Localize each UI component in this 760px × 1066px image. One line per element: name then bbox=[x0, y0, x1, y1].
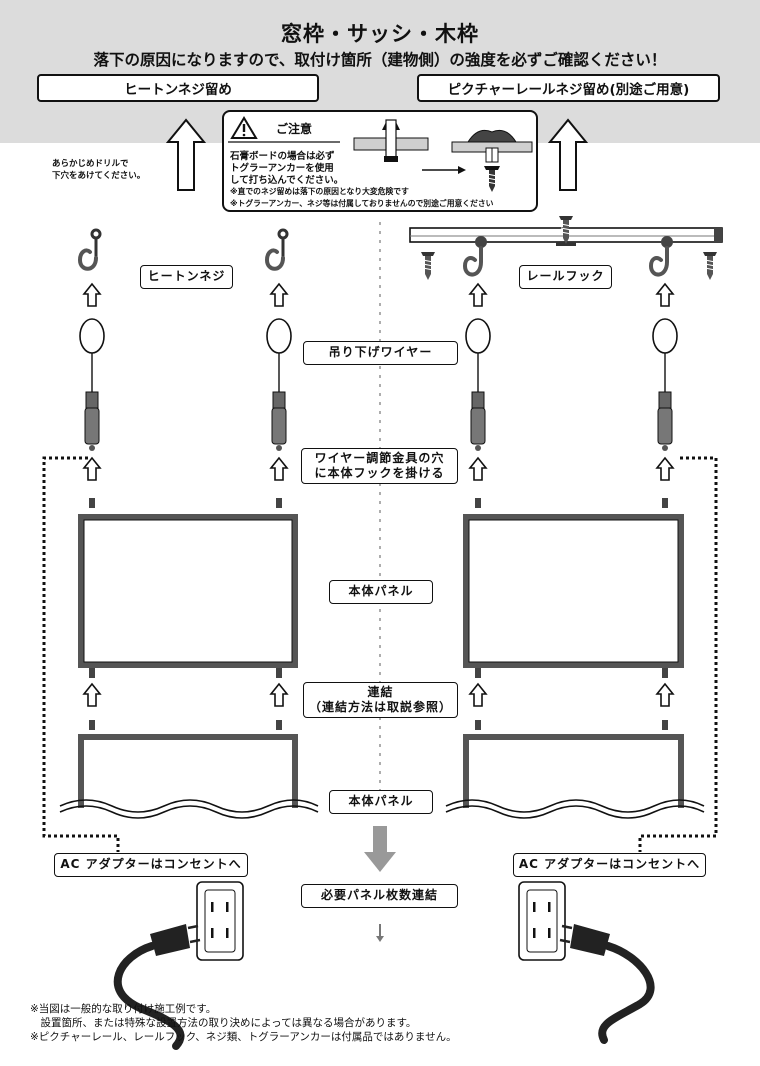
screw-icon bbox=[702, 251, 718, 281]
label-main-panel-2: 本体パネル bbox=[329, 790, 433, 814]
power-plug-right-icon bbox=[559, 924, 655, 1044]
up-arrow-right-icon bbox=[549, 119, 587, 191]
drill-note: あらかじめドリルで 下穴をあけてください。 bbox=[52, 158, 145, 182]
footnote-line-3: ※ピクチャーレール、レールフック、ネジ類、トグラーアンカーは付属品ではありません… bbox=[30, 1031, 457, 1043]
label-connection-line-1: 連結 bbox=[367, 685, 394, 699]
heaton-hook-icon bbox=[265, 228, 289, 271]
anchor-expanded-icon bbox=[451, 129, 533, 163]
small-up-arrow-icon bbox=[469, 283, 487, 307]
label-ac-adapter-left: AC アダプターはコンセントへ bbox=[54, 853, 248, 877]
small-up-arrow-icon bbox=[656, 683, 674, 707]
caution-illustration bbox=[228, 116, 533, 192]
panel-right-2 bbox=[445, 734, 705, 819]
label-connection-line-2: （連結方法は取説参照） bbox=[308, 700, 452, 714]
caution-note-1: ※直でのネジ留めは落下の原因となり大変危険です bbox=[230, 187, 409, 196]
caution-line-3: して打ち込んでください。 bbox=[230, 175, 344, 186]
label-connection: 連結 （連結方法は取説参照） bbox=[303, 682, 458, 718]
panel-left-1 bbox=[78, 514, 298, 668]
panel-right-1 bbox=[463, 514, 684, 668]
label-wire-adjuster: ワイヤー調節金具の穴 に本体フックを掛ける bbox=[301, 448, 458, 484]
drill-note-line-2: 下穴をあけてください。 bbox=[52, 171, 146, 181]
label-heaton-screw: ヒートンネジ bbox=[140, 265, 233, 289]
ac-cable-right bbox=[638, 456, 718, 852]
warning-icon bbox=[230, 116, 258, 139]
up-arrow-left-icon bbox=[167, 119, 205, 191]
wire-icon bbox=[652, 318, 678, 452]
wire-icon bbox=[79, 318, 105, 452]
small-up-arrow-icon bbox=[469, 457, 487, 481]
wall-outlet-right-icon bbox=[518, 881, 566, 961]
power-plug-left-icon bbox=[113, 924, 201, 1050]
label-repeat-panels: 必要パネル枚数連結 bbox=[301, 884, 458, 908]
arrow-right-icon bbox=[422, 166, 466, 174]
method-heaton-label: ヒートンネジ留め bbox=[37, 74, 319, 102]
drill-note-line-1: あらかじめドリルで bbox=[52, 159, 129, 169]
caution-line-2: トグラーアンカーを使用 bbox=[230, 163, 334, 174]
label-hanging-wire: 吊り下げワイヤー bbox=[303, 341, 458, 365]
caution-line-1: 石膏ボードの場合は必ず bbox=[230, 151, 335, 162]
small-up-arrow-icon bbox=[270, 457, 288, 481]
caution-title: ご注意 bbox=[276, 122, 313, 136]
small-up-arrow-icon bbox=[270, 683, 288, 707]
warning-subtitle: 落下の原因になりますので、取付け箇所（建物側）の強度を必ずご確認ください！ bbox=[93, 51, 667, 69]
label-ac-adapter-right: AC アダプターはコンセントへ bbox=[513, 853, 706, 877]
down-arrow-icon bbox=[364, 826, 396, 872]
method-picture-rail-label: ピクチャーレールネジ留め(別途ご用意) bbox=[417, 74, 720, 102]
small-up-arrow-icon bbox=[656, 457, 674, 481]
small-up-arrow-icon bbox=[656, 283, 674, 307]
small-up-arrow-icon bbox=[83, 283, 101, 307]
wall-outlet-left-icon bbox=[196, 881, 244, 961]
footnote-line-1: ※当図は一般的な取り付け施工例です。 bbox=[30, 1003, 217, 1015]
small-up-arrow-icon bbox=[270, 283, 288, 307]
label-main-panel-1: 本体パネル bbox=[329, 580, 433, 604]
heaton-hook-icon bbox=[78, 228, 102, 271]
label-wire-adjuster-line-2: に本体フックを掛ける bbox=[314, 466, 445, 480]
wire-icon bbox=[465, 318, 491, 452]
small-up-arrow-icon bbox=[83, 457, 101, 481]
panel-left-2 bbox=[59, 734, 319, 819]
label-wire-adjuster-line-1: ワイヤー調節金具の穴 bbox=[314, 451, 445, 465]
toggler-anchor-icon bbox=[353, 119, 429, 162]
screw-icon bbox=[420, 251, 436, 281]
label-rail-hook: レールフック bbox=[519, 265, 612, 289]
footnote-line-2: 設置箇所、または特殊な設置方法の取り決めによっては異なる場合があります。 bbox=[30, 1017, 417, 1029]
small-up-arrow-icon bbox=[469, 683, 487, 707]
caution-note-2: ※トグラーアンカー、ネジ等は付属しておりませんので別途ご用意ください bbox=[230, 199, 494, 208]
small-up-arrow-icon bbox=[83, 683, 101, 707]
caution-box: ご注意 石膏ボードの場合は必ず トグラーアンカーを使用 して打ち込んでください。… bbox=[222, 110, 538, 212]
page-title: 窓枠・サッシ・木枠 bbox=[281, 22, 479, 46]
small-down-arrow-icon bbox=[376, 924, 384, 942]
wire-icon bbox=[266, 318, 292, 452]
ac-cable-left bbox=[42, 456, 120, 852]
screw-icon bbox=[484, 166, 500, 192]
